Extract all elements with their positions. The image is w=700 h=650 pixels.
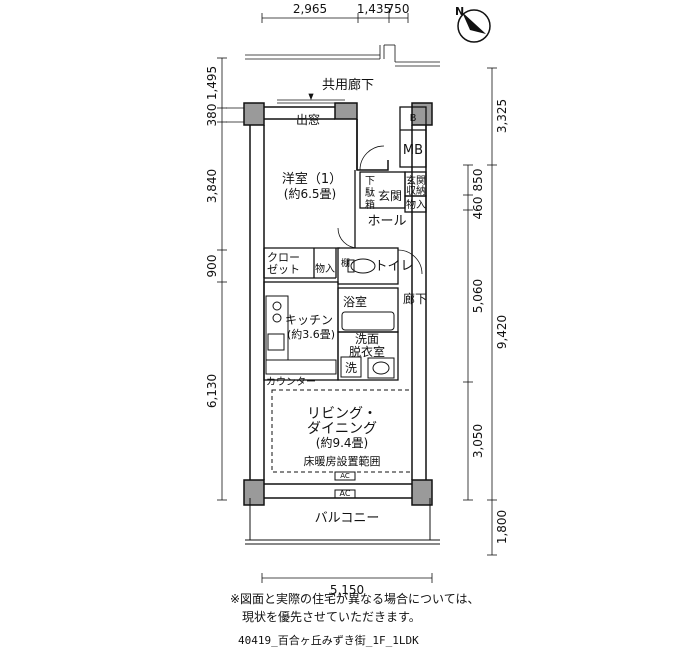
dimension-texts: 2,965 1,435 750 1,495 380 3,840 900 6,13… [205, 2, 509, 597]
dim-right-inner-3: 5,060 [471, 279, 485, 313]
dim-right-inner-1: 850 [471, 169, 485, 192]
label-ac-1: AC [340, 472, 350, 480]
dim-right-outer-1: 3,325 [495, 99, 509, 133]
label-hallway: 廊下 [403, 291, 427, 306]
label-kitchen-size: (約3.6畳) [287, 327, 335, 341]
label-kitchen: キッチン [285, 313, 333, 327]
label-western-room-size: (約6.5畳) [284, 186, 336, 201]
label-washroom-1: 洗面 [355, 332, 379, 346]
interior-walls [263, 106, 427, 381]
label-ac-2: AC [340, 489, 351, 498]
label-storage-2: 物入 [315, 262, 335, 275]
label-mb: MB [403, 143, 423, 158]
label-bathroom: 浴室 [343, 294, 367, 309]
compass-icon: N [455, 5, 491, 43]
dim-left-3: 3,840 [205, 169, 219, 203]
dim-right-inner-4: 3,050 [471, 424, 485, 458]
note-line-2: 現状を優先させていただきます。 [230, 610, 421, 624]
dimension-lines [217, 13, 497, 583]
dim-left-1: 1,495 [205, 66, 219, 100]
label-bay-window: 出窓 [296, 112, 320, 127]
label-entrance: 玄関 [378, 188, 402, 203]
label-washroom-2: 脱衣室 [349, 344, 385, 359]
label-shoebox-3: 箱 [365, 198, 375, 211]
label-shoebox-1: 下 [365, 176, 375, 187]
label-toilet: トイレ [374, 259, 413, 274]
label-shelf: 棚 [341, 257, 350, 269]
dim-top-1: 2,965 [293, 2, 327, 16]
dim-left-2: 380 [205, 104, 219, 127]
exterior-walls [243, 102, 433, 506]
label-closet-1: クロー [267, 251, 300, 264]
bay-window [277, 93, 345, 104]
compass-north-label: N [455, 5, 464, 18]
plan-code: 40419_百合ヶ丘みずき街_1F_1LDK [238, 634, 419, 647]
door-swings [337, 145, 423, 275]
balcony-railing [245, 498, 440, 545]
label-hall: ホール [367, 214, 406, 229]
label-b: B [410, 113, 417, 124]
dim-right-outer-2: 9,420 [495, 315, 509, 349]
label-living-2: ダイニング [307, 421, 377, 437]
dim-left-5: 6,130 [205, 374, 219, 408]
label-balcony: バルコニー [315, 511, 380, 526]
label-corridor: 共用廊下 [322, 77, 374, 93]
label-counter: カウンター [266, 376, 316, 388]
dim-right-outer-3: 1,800 [495, 510, 509, 544]
label-shoebox-2: 駄 [365, 186, 375, 199]
label-living-1: リビング・ [307, 406, 377, 422]
label-washer: 洗 [345, 361, 357, 375]
label-living-size: (約9.4畳) [316, 435, 368, 450]
corridor-railing [245, 44, 440, 67]
label-storage-small: 物入 [406, 198, 426, 211]
label-entrance-storage-2: 収納 [406, 184, 426, 197]
dim-left-4: 900 [205, 255, 219, 278]
label-entrance-storage-1: 玄関 [406, 174, 426, 187]
dim-right-inner-2: 460 [471, 197, 485, 220]
note-line-1: ※図面と実際の住宅が異なる場合については、 [230, 592, 480, 606]
room-labels: 共用廊下 出窓 洋室（1） (約6.5畳) B MB 下 駄 箱 玄関 玄関 収… [266, 77, 427, 526]
label-western-room: 洋室（1） [282, 171, 342, 187]
label-closet-2: ゼット [267, 263, 300, 276]
dim-bottom: 5,150 [330, 583, 364, 597]
dim-top-2: 1,435 [357, 2, 391, 16]
disclaimer-note: ※図面と実際の住宅が異なる場合については、 現状を優先させていただきます。 [230, 590, 479, 626]
fixtures [265, 258, 413, 499]
label-floor-heating: 床暖房設置範囲 [304, 454, 381, 468]
dim-top-3: 750 [387, 2, 410, 16]
